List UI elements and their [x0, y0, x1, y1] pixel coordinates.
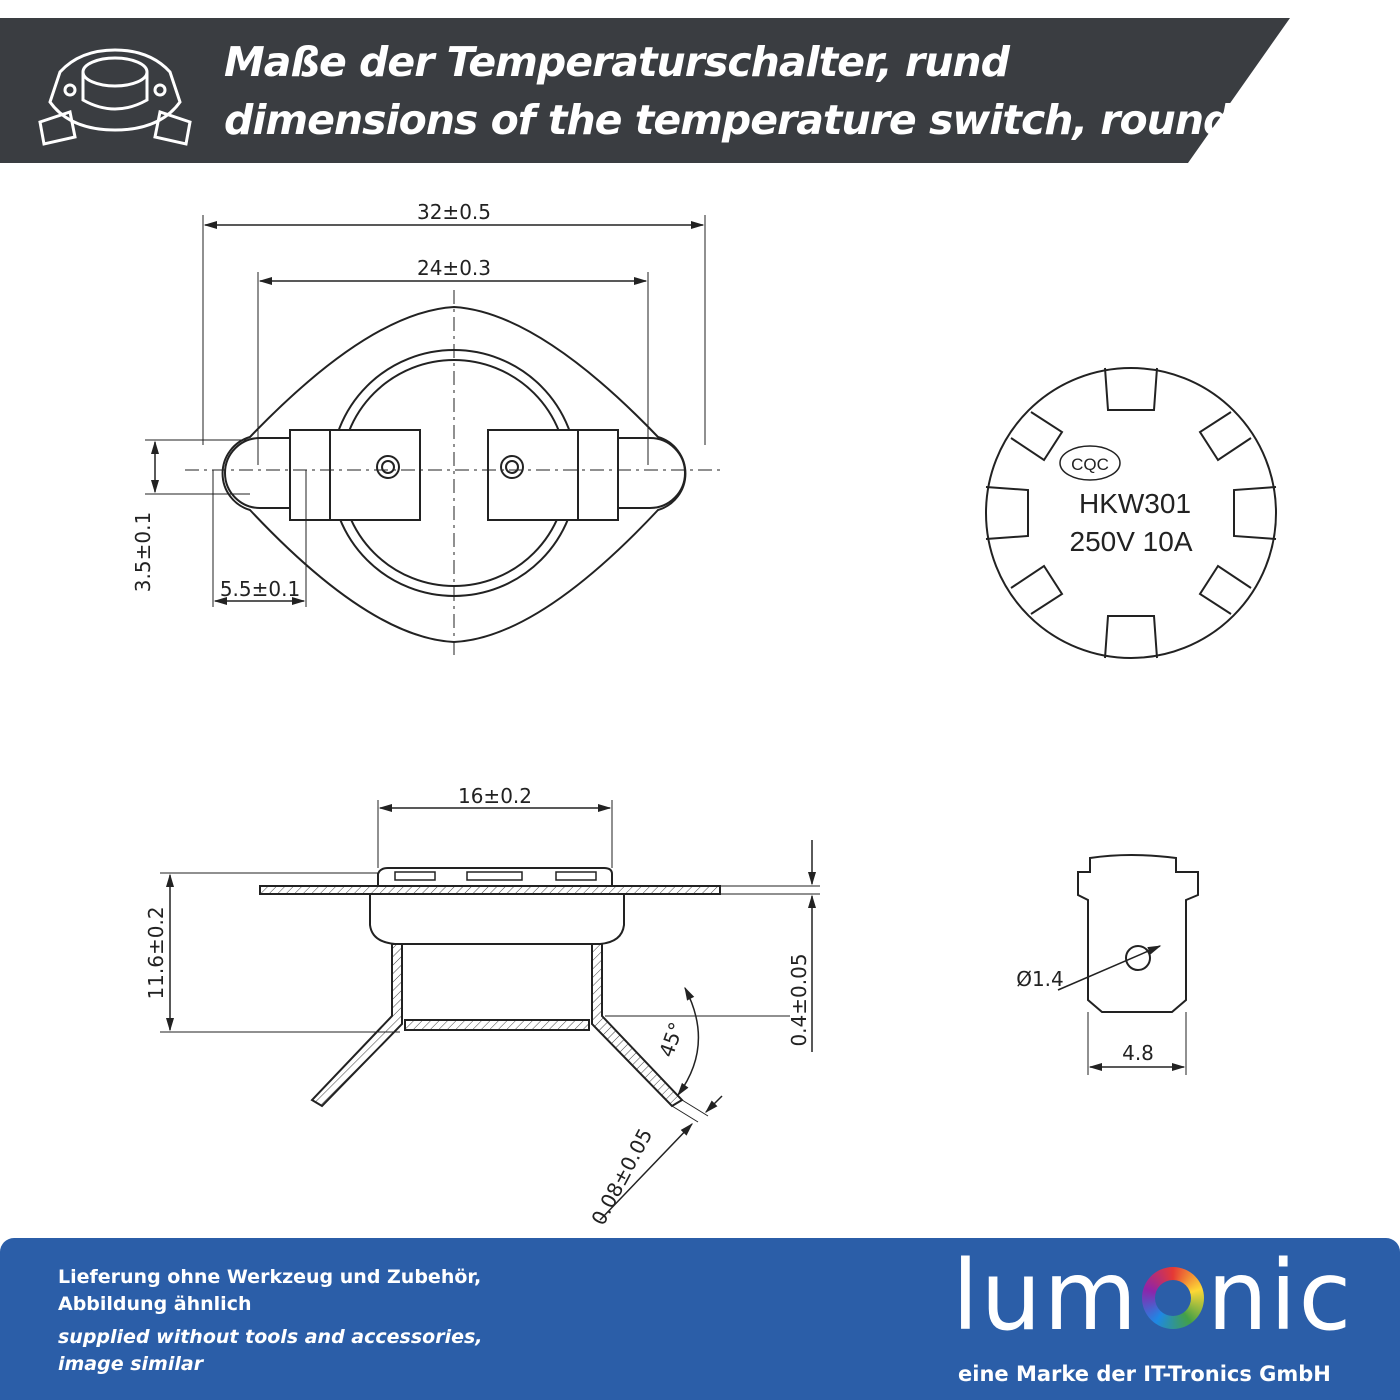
dim-label-hole-diameter: Ø1.4: [1016, 967, 1064, 991]
footer-note-en-1: supplied without tools and accessories,: [58, 1326, 483, 1348]
side-view: [160, 800, 820, 1221]
terminal-hole: [1125, 945, 1151, 971]
footer-note-de-2: Abbildung ähnlich: [58, 1293, 252, 1315]
rainbow-ring-icon: [1142, 1267, 1205, 1329]
thermostat-switch-icon: [38, 48, 192, 146]
terminal-left-tab: [329, 429, 421, 521]
brand-text-pre: lum: [952, 1240, 1140, 1352]
dim-label-angle: 45°: [654, 1019, 689, 1061]
model-label: HKW301: [1079, 488, 1191, 519]
extension-line: [671, 1105, 699, 1123]
footer-banner: Lieferung ohne Werkzeug und Zubehör, Abb…: [0, 1238, 1400, 1400]
extension-line: [681, 1099, 709, 1117]
cap-ridge: [555, 871, 597, 881]
dim-label-hole-spacing: 24±0.3: [417, 256, 491, 280]
header-banner: Maße der Temperaturschalter, rund dimens…: [0, 18, 1400, 163]
terminal-left-hole-inner: [381, 460, 395, 474]
cqc-mark: CQC: [1071, 455, 1109, 474]
dim-label-cap-diameter: 16±0.2: [458, 784, 532, 808]
cap-top: [377, 867, 613, 886]
mounting-hole-left: [224, 437, 301, 509]
terminal-left-hole: [376, 455, 400, 479]
rating-label: 250V 10A: [1070, 526, 1193, 557]
footer-note-en-2: image similar: [58, 1353, 204, 1375]
terminal-tab-outline: [1077, 854, 1199, 1013]
header-title-en: dimensions of the temperature switch, ro…: [224, 96, 1232, 144]
terminal-leg-left: [310, 943, 403, 1108]
footer-note-de-1: Lieferung ohne Werkzeug und Zubehör,: [58, 1266, 482, 1288]
top-view: [145, 215, 722, 655]
dim-label-flange-thickness: 0.4±0.05: [787, 953, 811, 1046]
dim-label-hole-width: 5.5±0.1: [220, 577, 300, 601]
cap-ridge: [394, 871, 436, 881]
technical-drawing: 32±0.5 24±0.3 3.5±0.1 5.5±0.1 CQC HKW301…: [131, 200, 1277, 1229]
terminal-right-tab: [487, 429, 579, 521]
dim-label-terminal-width: 4.8: [1122, 1041, 1154, 1065]
brand-text-post: nic: [1207, 1240, 1354, 1352]
dim-arc-45: [677, 986, 700, 1097]
cap-ridge: [466, 871, 523, 881]
dim-label-terminal-thickness: 0.08±0.05: [586, 1124, 657, 1229]
cqc-mark-outline: [1059, 445, 1121, 481]
dim-line-0-08: [705, 1095, 723, 1113]
terminal-right-hole: [500, 455, 524, 479]
dim-line-0-08: [599, 1123, 693, 1221]
header-background: [0, 18, 1290, 163]
body-cup: [369, 894, 625, 945]
flange-outline: [221, 305, 687, 644]
dim-label-height: 11.6±0.2: [144, 906, 168, 999]
dim-leader-hole: [1057, 945, 1162, 991]
face-view: [985, 367, 1277, 659]
flange-section: [259, 885, 721, 895]
dim-label-hole-height: 3.5±0.1: [131, 512, 155, 592]
terminal-right-hole-inner: [505, 460, 519, 474]
face-notches: [985, 367, 1277, 659]
mounting-hole-right: [609, 437, 686, 509]
base-plate: [404, 1019, 590, 1031]
face-outline: [985, 367, 1277, 659]
terminal-view: [1057, 854, 1199, 1075]
header-title-de: Maße der Temperaturschalter, rund: [224, 38, 1010, 86]
brand-tagline: eine Marke der IT-Tronics GmbH: [958, 1362, 1331, 1386]
dim-label-overall-width: 32±0.5: [417, 200, 491, 224]
